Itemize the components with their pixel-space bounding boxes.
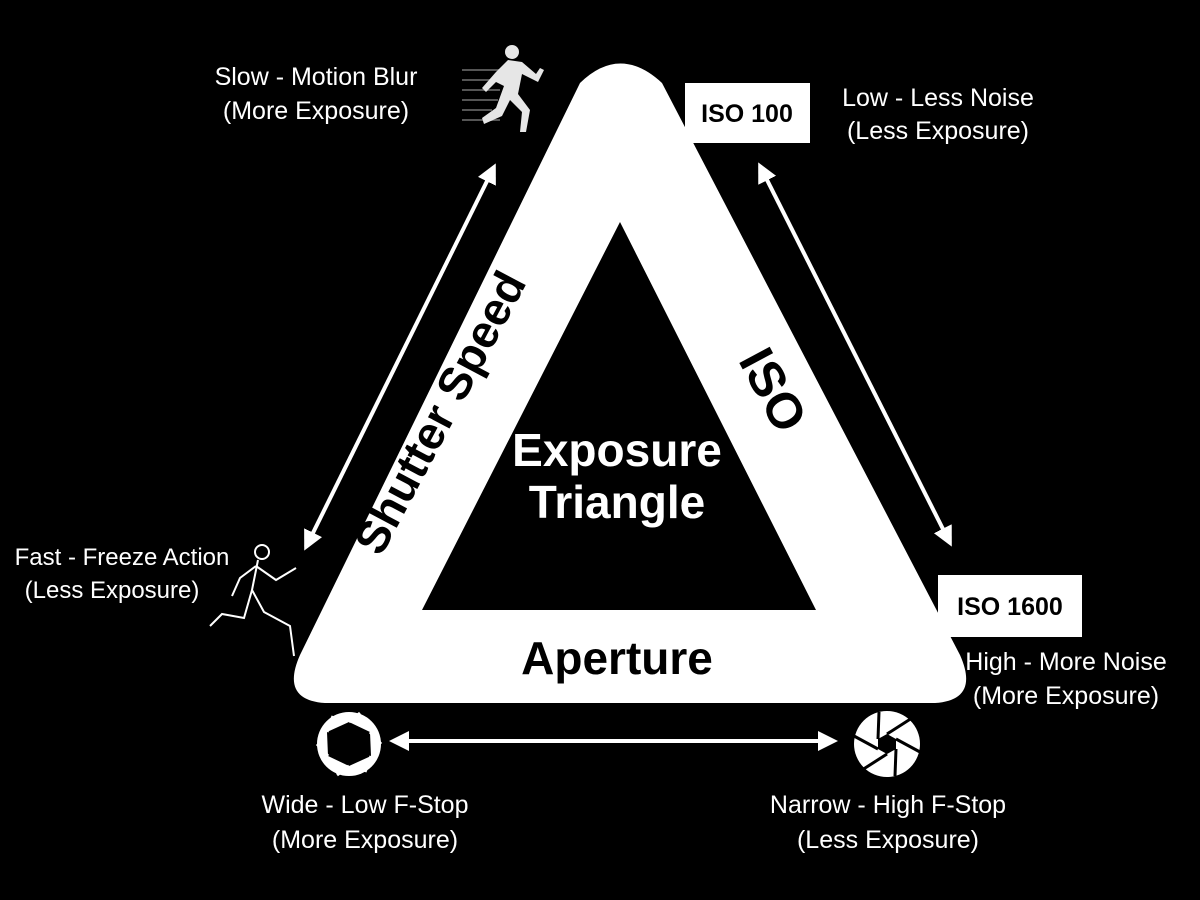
iso-low-line2: (Less Exposure) bbox=[847, 117, 1029, 145]
shutter-speed-arrow bbox=[304, 163, 496, 551]
aperture-wide-line1: Wide - Low F-Stop bbox=[261, 791, 468, 819]
narrow-aperture-icon bbox=[853, 711, 921, 777]
iso-1600-badge-text: ISO 1600 bbox=[957, 593, 1063, 621]
center-title-line2: Triangle bbox=[529, 476, 705, 528]
iso-100-badge-text: ISO 100 bbox=[701, 100, 793, 128]
iso-low-line1: Low - Less Noise bbox=[842, 84, 1034, 112]
shutter-slow-line1: Slow - Motion Blur bbox=[215, 63, 418, 91]
wide-aperture-icon bbox=[315, 711, 383, 777]
iso-high-line1: High - More Noise bbox=[965, 648, 1166, 676]
iso-1600-badge bbox=[938, 575, 1082, 637]
aperture-wide-line2: (More Exposure) bbox=[272, 826, 458, 854]
shutter-slow-line2: (More Exposure) bbox=[223, 97, 409, 125]
center-title-line1: Exposure bbox=[512, 424, 722, 476]
shutter-fast-line1: Fast - Freeze Action bbox=[15, 544, 230, 571]
aperture-narrow-line2: (Less Exposure) bbox=[797, 826, 979, 854]
iso-100-badge bbox=[685, 83, 810, 143]
blurred-runner-icon bbox=[462, 45, 544, 132]
side-label-aperture: Aperture bbox=[521, 632, 713, 684]
shutter-fast-line2: (Less Exposure) bbox=[25, 577, 200, 604]
aperture-narrow-line1: Narrow - High F-Stop bbox=[770, 791, 1006, 819]
iso-high-line2: (More Exposure) bbox=[973, 682, 1159, 710]
iso-arrow bbox=[758, 162, 952, 547]
triangle-frame bbox=[293, 63, 967, 703]
runner-icon bbox=[209, 544, 297, 657]
